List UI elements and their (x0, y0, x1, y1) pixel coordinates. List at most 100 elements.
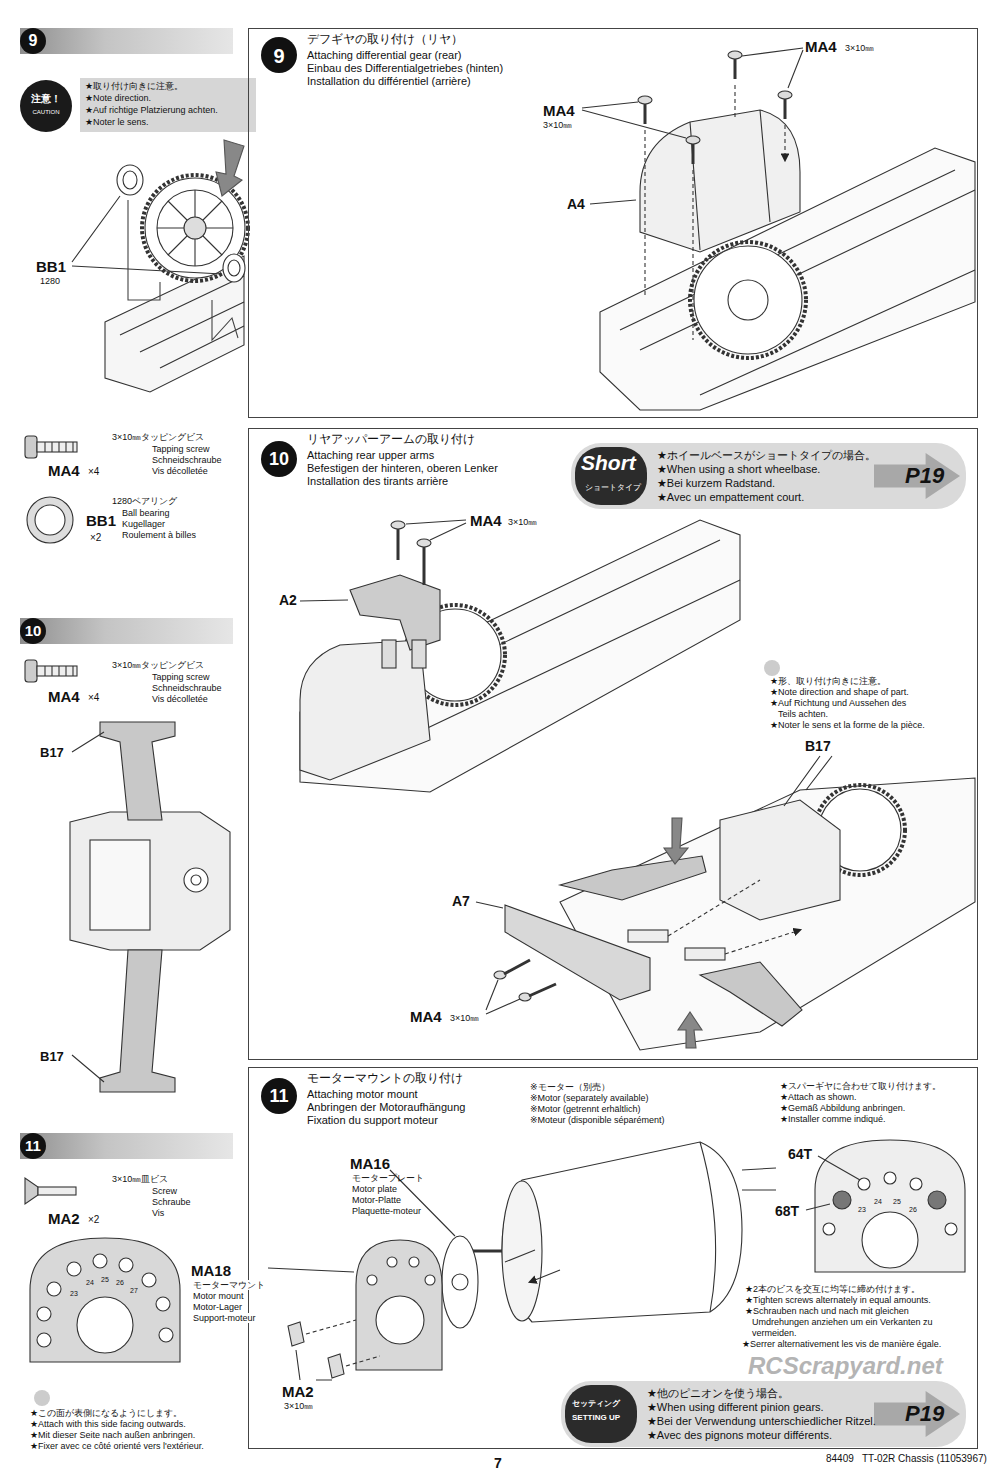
part-label: モーターマウント (192, 1280, 266, 1290)
part-label: ×2 (88, 1214, 99, 1226)
node-text: Attaching motor mount (307, 1088, 418, 1101)
short-type-box: Shortショートタイプ★ホイールベースがショートタイプの場合。★When us… (571, 443, 966, 509)
node-text: SETTING UP (572, 1413, 620, 1422)
step-panel: リヤアッパーアームの取り付け Attaching rear upper armsB… (248, 428, 978, 1060)
node-text: 注意！ (20, 93, 72, 105)
part-label: 26 (116, 1279, 124, 1287)
part-label: ※Motor (getrennt erhältlich) (530, 1104, 641, 1114)
part-label: ※モーター（別売） (530, 1082, 610, 1092)
part-label: 3×10㎜ (845, 43, 874, 53)
part-label: Schneidschraube (152, 455, 222, 465)
watermark: RCScrapyard.net (748, 1352, 943, 1380)
caution-note: ★取り付け向きに注意。★Note direction.★Auf richtige… (80, 78, 256, 132)
node-text: Anbringen der Motoraufhängung (307, 1101, 465, 1114)
part-label: 25 (893, 1198, 901, 1206)
part-label: MA4 (805, 38, 837, 55)
node-text: ★他のピニオンを使う場合。 (647, 1387, 789, 1400)
node-text: 9 (20, 28, 46, 54)
part-label: A7 (452, 893, 470, 909)
part-label: Teils achten. (778, 709, 828, 719)
part-label: A2 (279, 592, 297, 608)
part-label: ★Serrer alternativement les vis de maniè… (742, 1339, 941, 1349)
part-label: ※Moteur (disponible séparément) (530, 1115, 665, 1125)
step-number: 11 (261, 1078, 297, 1114)
step-band: 10 (20, 618, 233, 644)
part-label: MA2 (48, 1210, 80, 1227)
part-label: ★Noter le sens et la forme de la pièce. (770, 720, 925, 730)
node-text: ★ホイールベースがショートタイプの場合。 (657, 449, 876, 462)
part-label: ★Attach with this side facing outwards. (30, 1419, 186, 1429)
node-text: Attaching rear upper arms (307, 449, 434, 462)
part-label: Kugellager (122, 519, 165, 529)
part-label: MA16 (350, 1155, 390, 1172)
part-label: ×4 (88, 692, 99, 704)
node-text: ★Avec un empattement court. (657, 491, 804, 504)
part-label: Tapping screw (152, 444, 210, 454)
part-label: 68T (775, 1203, 799, 1219)
part-label: 26 (909, 1206, 917, 1214)
part-label: ★Gemäß Abbildung anbringen. (780, 1103, 905, 1113)
part-label: ★2本のビスを交互に均等に締め付けます。 (745, 1284, 920, 1294)
part-label: MA4 (48, 688, 80, 705)
part-label: ★Auf Richtung und Aussehen des (770, 698, 906, 708)
part-label: 7 (494, 1455, 502, 1471)
part-label: ★Mit dieser Seite nach außen anbringen. (30, 1430, 195, 1440)
setting-up-box: セッティングSETTING UP★他のピニオンを使う場合。★When using… (561, 1381, 966, 1447)
part-label: Schneidschraube (152, 683, 222, 693)
part-label: Motor plate (352, 1184, 397, 1194)
part-label: ★形、取り付け向きに注意。 (770, 676, 886, 686)
step-number: 10 (261, 441, 297, 477)
part-label: Support-moteur (192, 1313, 257, 1323)
part-label: BB1 (36, 258, 66, 275)
part-label: 3×10㎜ (284, 1401, 313, 1411)
part-label: 24 (874, 1198, 882, 1206)
part-label: Plaquette-moteur (352, 1206, 421, 1216)
step-band: 9 (20, 28, 233, 54)
part-label: ×2 (90, 532, 101, 544)
node-text: Installation des tirants arrière (307, 475, 448, 488)
part-label: 3×10㎜タッピングビス (112, 660, 204, 670)
part-label: Screw (152, 1186, 177, 1196)
node-text: ★Bei kurzem Radstand. (657, 477, 775, 490)
part-label: ★Tighten screws alternately in equal amo… (745, 1295, 931, 1305)
node-text: デフギヤの取り付け（リヤ） (307, 33, 463, 47)
step-band: 11 (20, 1133, 233, 1159)
part-label: 3×10㎜ (508, 517, 537, 527)
node-text: Short (581, 451, 636, 475)
part-label: 3×10㎜皿ビス (112, 1174, 168, 1184)
node-text: ショートタイプ (585, 483, 641, 492)
node-text: リヤアッパーアームの取り付け (307, 433, 475, 447)
part-label: Umdrehungen anziehen um ein Verkanten zu (752, 1317, 933, 1327)
part-label: B17 (40, 1050, 64, 1065)
step-number: 9 (261, 37, 297, 73)
part-label: Vis décolletée (152, 466, 208, 476)
part-label: ★スパーギヤに合わせて取り付けます。 (780, 1081, 941, 1091)
node-text: セッティング (572, 1399, 620, 1408)
part-label: TT-02R Chassis (11053967) (862, 1453, 987, 1465)
node-text: Befestigen der hinteren, oberen Lenker (307, 462, 498, 475)
part-label: Motor-Lager (192, 1302, 243, 1312)
node-text: 10 (261, 449, 297, 470)
part-label: 27 (130, 1287, 138, 1295)
node-text: ★Avec des pignons moteur différents. (647, 1429, 832, 1442)
node-text: モーターマウントの取り付け (307, 1072, 463, 1086)
node-text: P19 (905, 463, 944, 488)
node-text: 11 (261, 1086, 297, 1107)
part-label: MA4 (410, 1008, 442, 1025)
part-label: BB1 (86, 512, 116, 529)
part-label: B17 (40, 746, 64, 761)
caution-badge: 注意！CAUTION (20, 80, 72, 132)
part-label: vermeiden. (752, 1328, 797, 1338)
node-text: Attaching differential gear (rear) (307, 49, 462, 62)
node-text: 9 (261, 45, 297, 68)
part-label: Tapping screw (152, 672, 210, 682)
node-text: 11 (20, 1133, 46, 1159)
part-label: ★Fixer avec ce côté orienté vers l'extér… (30, 1441, 204, 1451)
part-label: MA18 (190, 1262, 232, 1279)
step-panel: デフギヤの取り付け（リヤ） Attaching differential gear… (248, 28, 978, 418)
part-label: 23 (70, 1290, 78, 1298)
part-label: 3×10㎜ (543, 120, 572, 130)
node-text: ★Note direction. (85, 93, 151, 103)
